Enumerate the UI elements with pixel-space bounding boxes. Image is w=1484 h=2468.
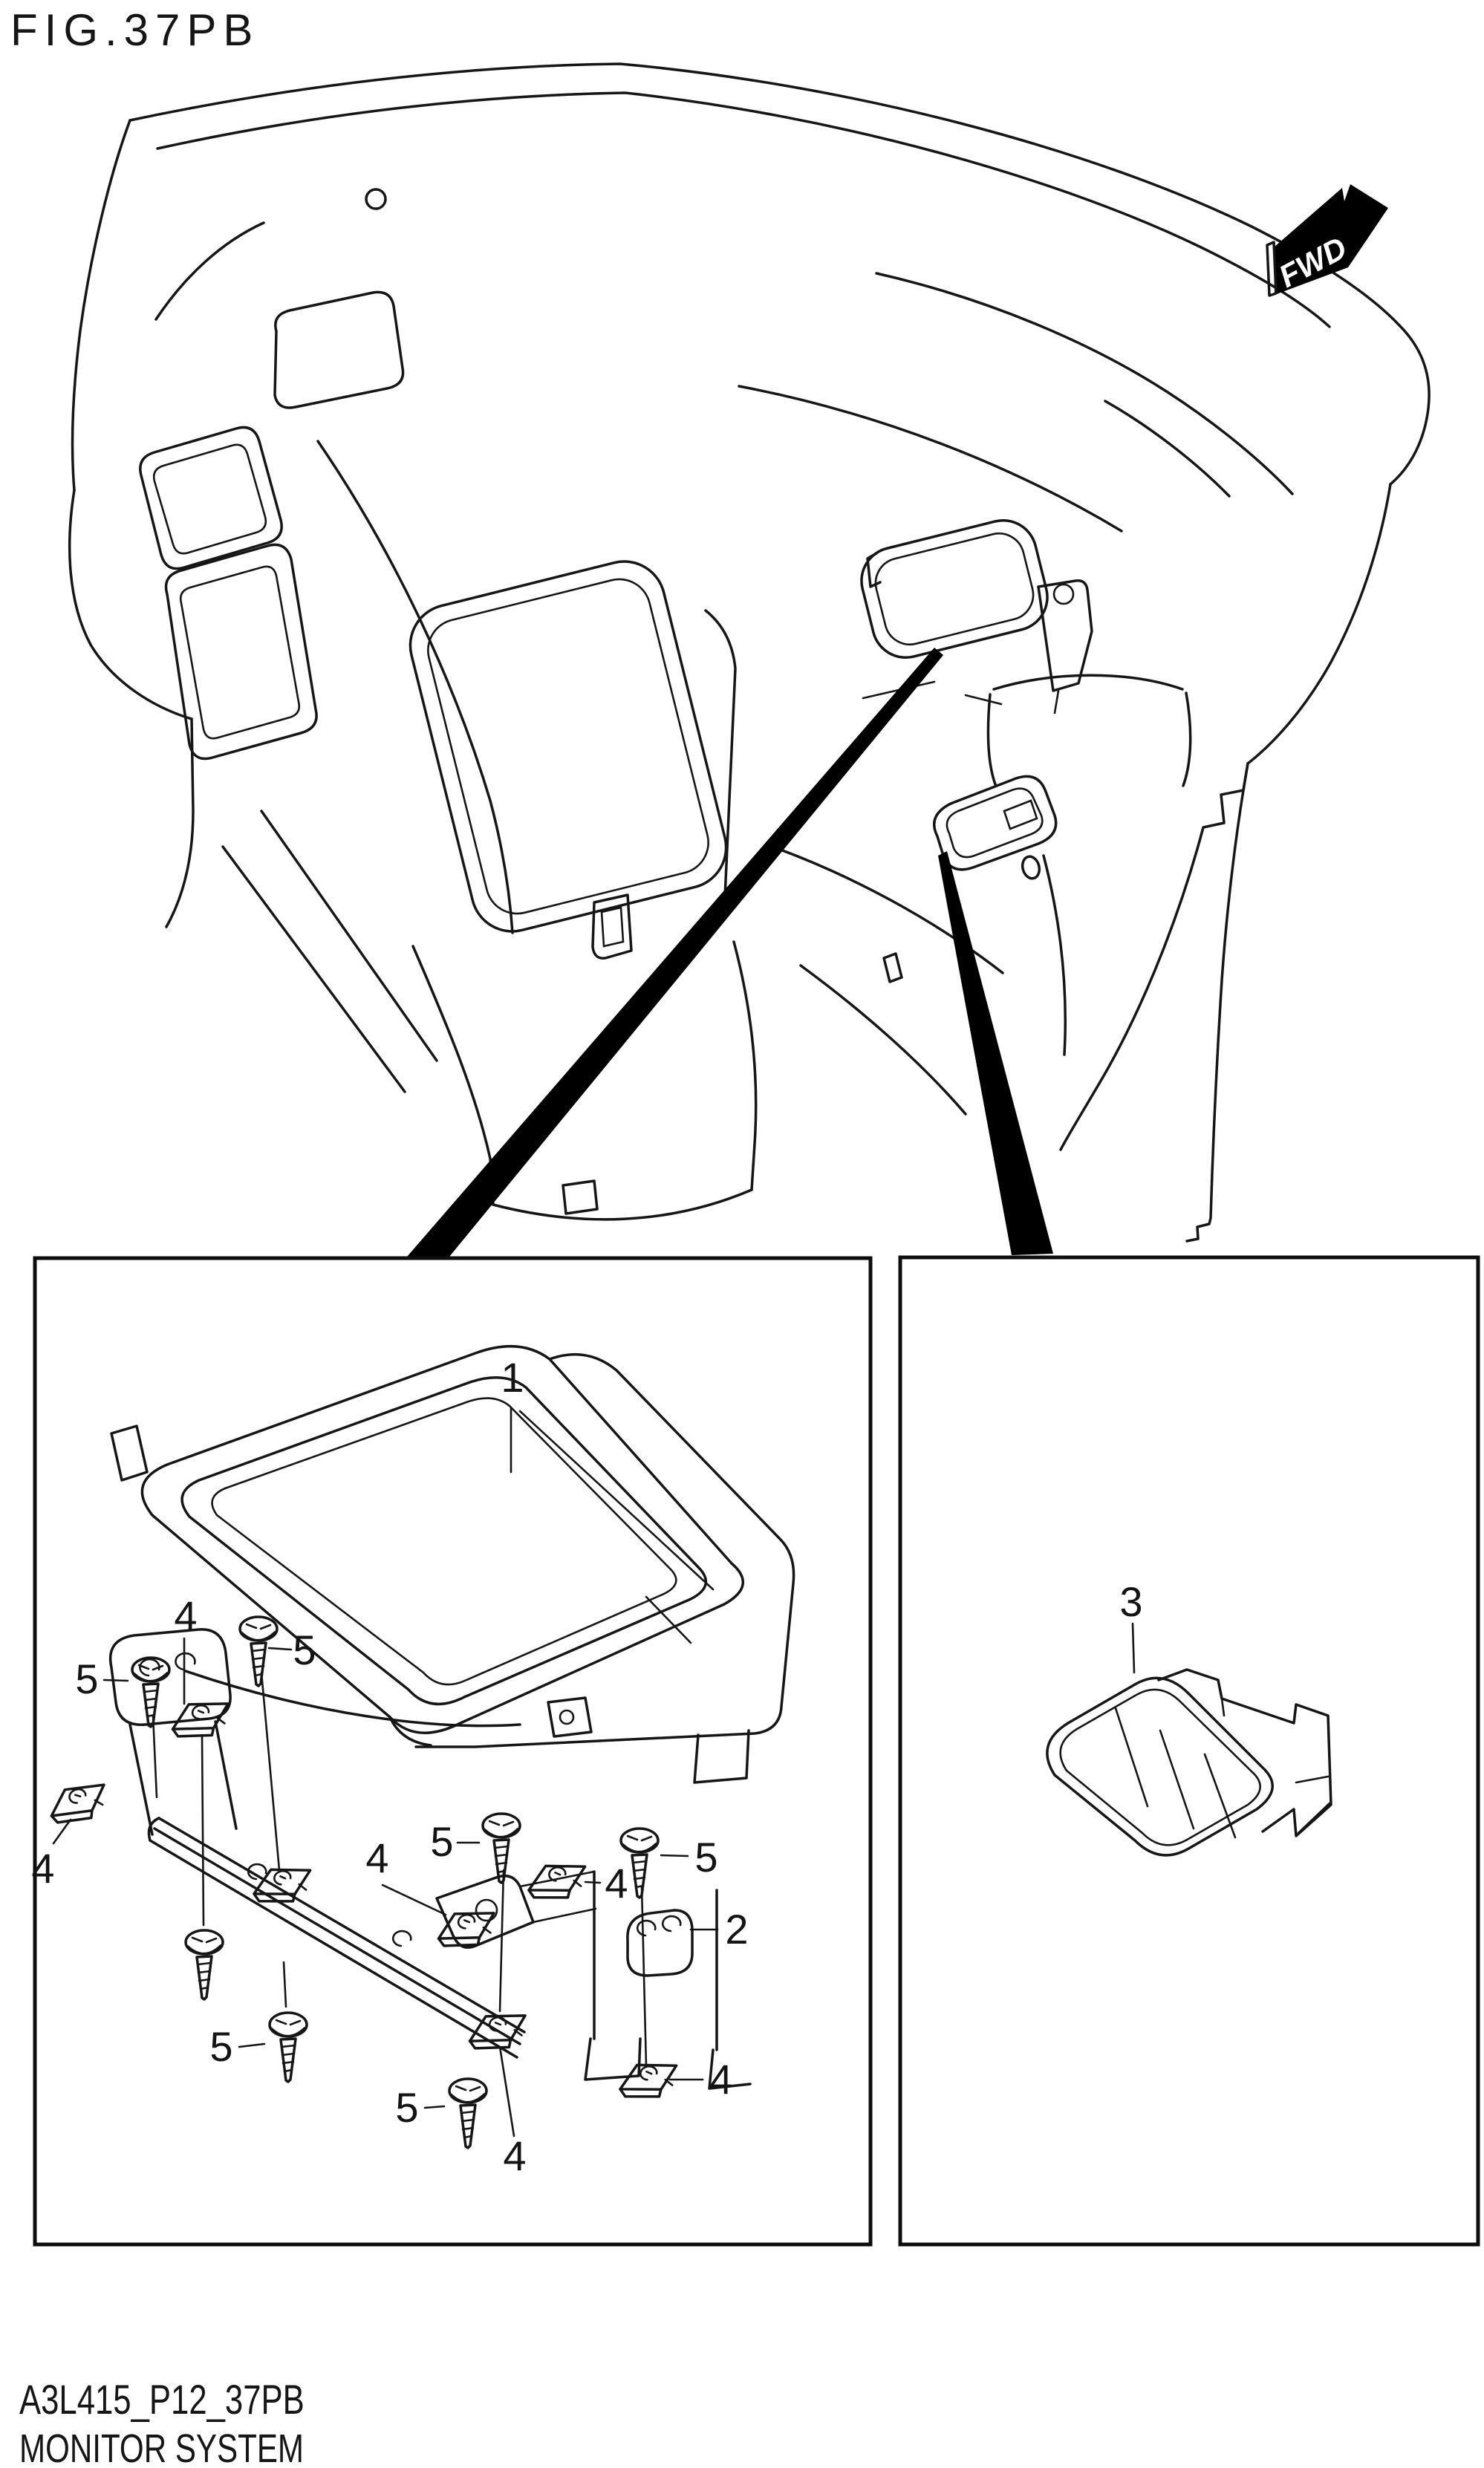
callout-switch: 3: [1119, 1578, 1142, 1625]
drawing-code: A3L415_P12_37PB: [19, 2376, 305, 2423]
bracket-drawing: [108, 1628, 752, 2090]
callout-screw: 5: [395, 2084, 418, 2131]
callout-screw: 5: [430, 1818, 453, 1865]
system-name: MONITOR SYSTEM: [19, 2426, 305, 2468]
detail-box-monitor: [33, 1256, 873, 2247]
callout-screw: 5: [293, 1627, 316, 1673]
arrow-to-switch-box: [938, 851, 1053, 1255]
center-screen-drawing: [409, 560, 737, 960]
callout-clip: 4: [709, 2056, 732, 2103]
switch-drawing: [1046, 1668, 1332, 1857]
fwd-direction-badge: FWD: [1266, 184, 1388, 297]
leader-lines: [52, 1407, 1136, 2137]
callout-clip: 4: [31, 1845, 54, 1892]
dashboard-illustration: [68, 62, 1431, 1243]
clip-drawings: [44, 1695, 683, 2105]
monitor-unit-drawing: [110, 1344, 795, 1784]
callout-screw: 5: [209, 2023, 232, 2070]
figure-title: FIG.37PB: [10, 5, 260, 55]
callout-clip: 4: [605, 1860, 628, 1907]
arrow-to-monitor-box: [407, 648, 943, 1257]
callout-monitor: 1: [501, 1354, 524, 1401]
detail-box-switch: [898, 1255, 1480, 2247]
callout-clip: 4: [174, 1592, 197, 1639]
callout-clip: 4: [365, 1834, 388, 1881]
callout-labels: 1 2 3 4 4 4 4 4 4 5 5 5 5 5 5: [31, 1354, 1142, 2179]
callout-bracket: 2: [725, 1906, 748, 1953]
callout-screw: 5: [694, 1834, 717, 1881]
callout-clip: 4: [503, 2132, 526, 2179]
callout-screw: 5: [75, 1655, 98, 1702]
monitor-in-situ-drawing: [860, 518, 1093, 714]
